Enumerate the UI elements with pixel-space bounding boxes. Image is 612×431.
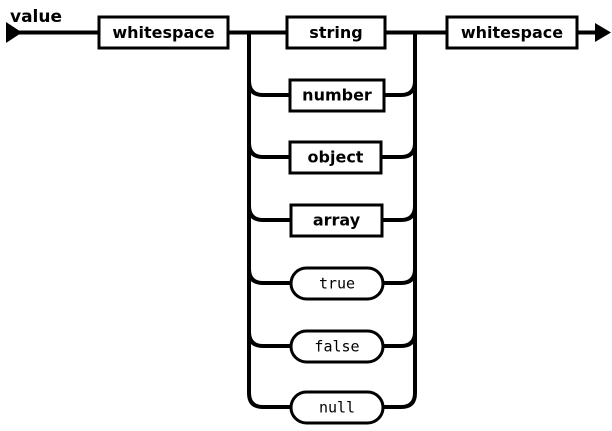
node-whitespace-left-label: whitespace bbox=[112, 23, 214, 42]
node-null-label: null bbox=[319, 399, 355, 417]
node-number-label: number bbox=[302, 86, 372, 105]
node-array-label: array bbox=[313, 211, 361, 230]
node-false[interactable]: false bbox=[289, 329, 385, 364]
node-whitespace-left[interactable]: whitespace bbox=[97, 15, 230, 50]
node-number-box bbox=[288, 78, 386, 113]
track-left-branch-object bbox=[247, 142, 290, 159]
track-right-merge-null bbox=[383, 392, 417, 409]
node-null-capsule bbox=[289, 390, 385, 425]
node-array[interactable]: array bbox=[289, 203, 384, 238]
track-right-merge-array bbox=[382, 205, 417, 222]
node-false-capsule bbox=[289, 329, 385, 364]
node-string-box bbox=[285, 15, 387, 50]
node-string[interactable]: string bbox=[285, 15, 387, 50]
exit-arrowhead-icon bbox=[595, 23, 611, 42]
track-right-merge-false bbox=[383, 331, 417, 348]
node-whitespace-right-label: whitespace bbox=[461, 23, 563, 42]
track-left-branch-false bbox=[247, 331, 291, 348]
node-true-capsule bbox=[289, 266, 385, 301]
node-array-box bbox=[289, 203, 384, 238]
node-object-label: object bbox=[308, 148, 364, 167]
track-right-merge-true bbox=[383, 268, 417, 285]
track-left-branch-number bbox=[247, 80, 290, 97]
node-number[interactable]: number bbox=[288, 78, 386, 113]
node-object[interactable]: object bbox=[288, 140, 383, 175]
track-right-merge-number bbox=[384, 80, 417, 97]
track-left-branch-true bbox=[247, 268, 291, 285]
node-object-box bbox=[288, 140, 383, 175]
track-left-branch-null bbox=[247, 392, 291, 409]
node-true-label: true bbox=[319, 275, 355, 293]
node-null[interactable]: null bbox=[289, 390, 385, 425]
diagram-title: value bbox=[10, 7, 62, 27]
track-right-merge-object bbox=[381, 142, 417, 159]
node-true[interactable]: true bbox=[289, 266, 385, 301]
node-string-label: string bbox=[309, 23, 362, 42]
track-left-branch-array bbox=[247, 205, 291, 222]
node-false-label: false bbox=[314, 338, 359, 356]
node-whitespace-right[interactable]: whitespace bbox=[445, 15, 579, 50]
